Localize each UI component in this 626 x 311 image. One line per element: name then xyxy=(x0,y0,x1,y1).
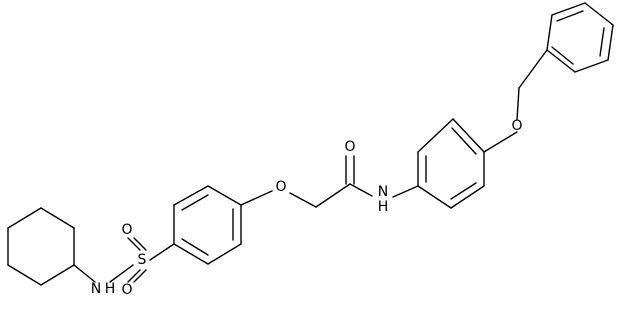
atom-o-carbonyl: O xyxy=(344,139,355,155)
atom-h-amide: H xyxy=(378,199,389,215)
atom-s-sulfonyl: S xyxy=(138,252,147,268)
benzyl-ring xyxy=(546,2,614,73)
bond-s-n xyxy=(109,264,134,283)
phenoxy-ring xyxy=(173,185,242,265)
bond-benzyl-ch2 xyxy=(518,49,548,89)
atom-o-sulfonyl-top: O xyxy=(121,222,132,238)
aniline-ring xyxy=(417,118,485,209)
bond-s-o-bottom-1 xyxy=(127,269,141,283)
atom-o-benzyl-ether: O xyxy=(511,118,522,134)
bond-s-o-bottom-2 xyxy=(133,269,147,283)
bond-ring-s xyxy=(149,243,175,261)
bond-s-o-top-2 xyxy=(133,237,147,251)
bond-n-cyclohexyl xyxy=(73,264,96,283)
atom-h-sulfonamide: H xyxy=(105,281,116,297)
bond-carbonyl-ch2 xyxy=(315,183,351,208)
bond-ch2-ether-o xyxy=(289,192,317,208)
atom-o-phenoxy-ether: O xyxy=(275,179,286,195)
cyclohexyl-ring xyxy=(7,207,75,286)
atom-n-amide: N xyxy=(378,184,388,200)
bond-ch2-o xyxy=(516,87,520,121)
bond-ring-nh xyxy=(392,185,419,198)
bond-ether-o-ring xyxy=(240,190,273,206)
bond-o-ring xyxy=(483,131,518,153)
bond-s-o-top-1 xyxy=(127,237,141,251)
atom-o-sulfonyl-bottom: O xyxy=(121,282,132,298)
bond-nh-carbonyl xyxy=(349,183,373,197)
atom-n-sulfonamide: N xyxy=(91,281,101,297)
